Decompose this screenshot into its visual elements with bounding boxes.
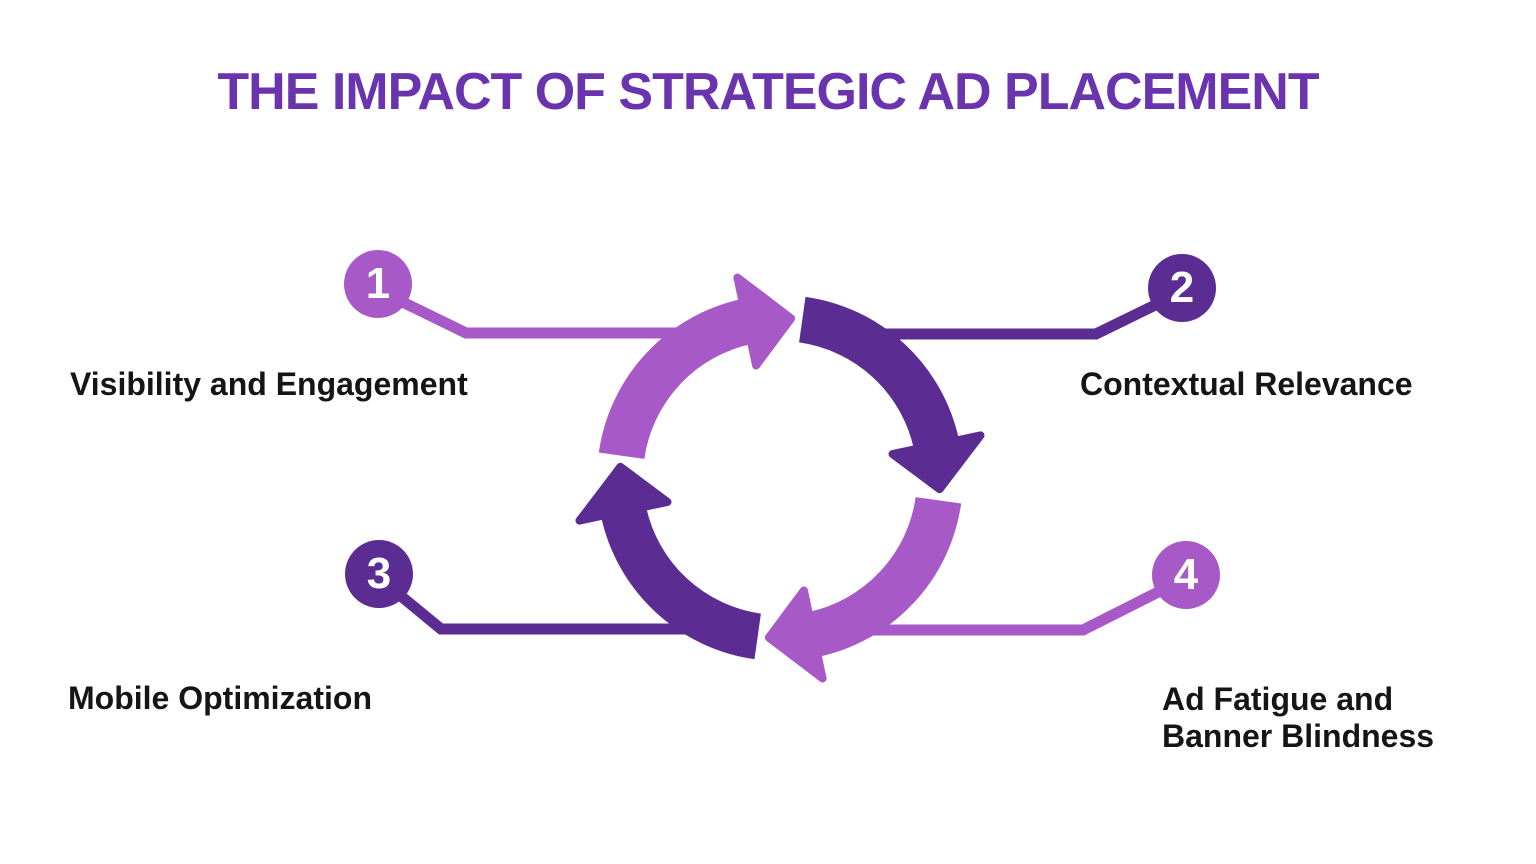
item-2-number-badge: 2	[1148, 254, 1216, 322]
item-1-number-badge: 1	[344, 250, 412, 318]
connector-line-2	[850, 287, 1185, 340]
cycle-arrow-top-right-icon	[798, 296, 985, 494]
item-4-label: Ad Fatigue and Banner Blindness	[1162, 681, 1435, 754]
connector-line-1	[375, 285, 700, 339]
cycle-arrow-bottom-left-icon	[575, 462, 762, 660]
page-title: THE IMPACT OF STRATEGIC AD PLACEMENT	[217, 63, 1319, 121]
item-2-label: Contextual Relevance	[1080, 366, 1413, 402]
cycle-arrow-bottom-right-icon	[764, 496, 962, 683]
item-1-label: Visibility and Engagement	[70, 366, 468, 402]
connector-line-4	[840, 573, 1189, 636]
item-4-number-badge: 4	[1152, 541, 1220, 609]
item-3-label: Mobile Optimization	[68, 680, 372, 716]
item-3-number-badge: 3	[345, 540, 413, 608]
cycle-arrow-top-left-icon	[598, 273, 796, 460]
